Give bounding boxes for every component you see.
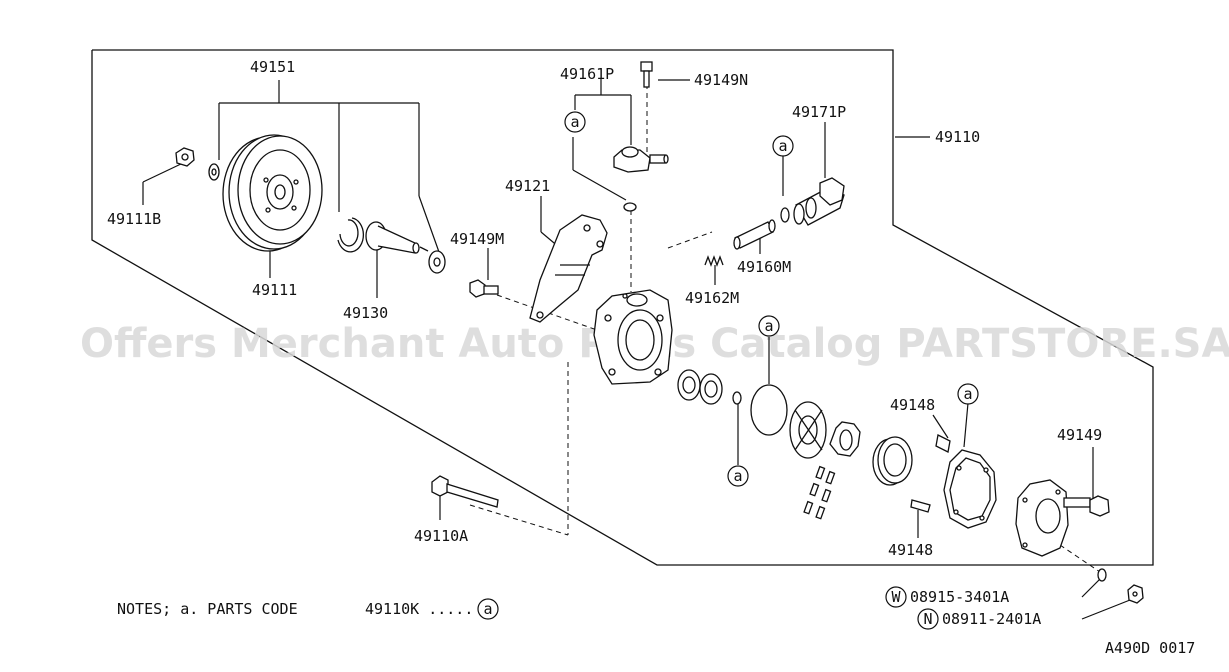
label-49110a: 49110A [414,527,468,545]
valve-49160m-icon [733,219,776,250]
label-49160m: 49160M [737,258,791,276]
label-08915: 08915-3401A [910,588,1009,606]
marker-a-circle [564,111,586,133]
marker-a-circle [772,135,794,157]
nut-08911-icon [1127,584,1144,604]
assembly-boundary [91,49,1154,566]
snap-ring-icon [337,217,364,253]
fitting-49161p-icon [613,146,669,173]
washer-icon [428,250,446,274]
pump-housing-icon [593,289,673,385]
washer-icon [208,163,220,181]
marker-n-circle [917,608,939,630]
label-08911: 08911-2401A [942,610,1041,628]
label-49130: 49130 [343,304,388,322]
marker-a-text: a [733,467,742,485]
label-49149: 49149 [1057,426,1102,444]
notes-code: 49110K ..... [365,600,473,618]
marker-a-circle [477,598,499,620]
pin-49148-icon [935,434,951,453]
marker-w-text: W [891,588,901,606]
nut-49111b-icon [175,147,195,167]
marker-a-text: a [963,385,972,403]
rotor-icon [829,421,861,457]
marker-a-text: a [778,137,787,155]
label-49149m: 49149M [450,230,504,248]
side-plate-icon [943,449,997,529]
notes-symbol-text: a [483,600,492,618]
o-ring-icon [623,202,637,212]
label-49151: 49151 [250,58,295,76]
label-49121: 49121 [505,177,550,195]
label-49161p: 49161P [560,65,614,83]
spring-49162m-icon [704,255,724,267]
reference-code: A490D 0017 [1105,639,1195,657]
gasket-icon [750,384,788,436]
bearing-ring-icon [872,436,913,486]
o-ring-icon [780,207,790,223]
marker-a-circle [727,465,749,487]
bolt-49149m-icon [469,279,499,298]
washer-08915-icon [1097,568,1107,582]
bolt-49149n-icon [640,61,653,88]
o-ring-icon [732,391,742,405]
label-49111: 49111 [252,281,297,299]
rear-cover-icon [1015,479,1069,557]
label-49148-upper: 49148 [890,396,935,414]
bolt-49149-icon [1063,495,1110,517]
marker-w-circle [885,586,907,608]
label-49162m: 49162M [685,289,739,307]
marker-n-text: N [923,610,932,628]
vane-icon [803,465,836,520]
seal-ring-icon [677,369,723,405]
marker-a-circle [957,383,979,405]
connector-49171p-icon [793,177,845,226]
bracket-49121-icon [529,214,608,323]
label-49171p: 49171P [792,103,846,121]
bolt-49110a-icon [431,475,499,508]
cam-ring-icon [789,401,827,459]
label-49148-lower: 49148 [888,541,933,559]
pin-49148-icon [910,499,931,513]
marker-a-text: a [764,317,773,335]
marker-a-circle [758,315,780,337]
label-49110: 49110 [935,128,980,146]
label-49111b: 49111B [107,210,161,228]
notes-prefix: NOTES; a. PARTS CODE [117,600,298,618]
label-49149n: 49149N [694,71,748,89]
pulley-49111-icon [222,134,323,252]
shaft-49130-icon [365,221,429,254]
marker-a-text: a [570,113,579,131]
